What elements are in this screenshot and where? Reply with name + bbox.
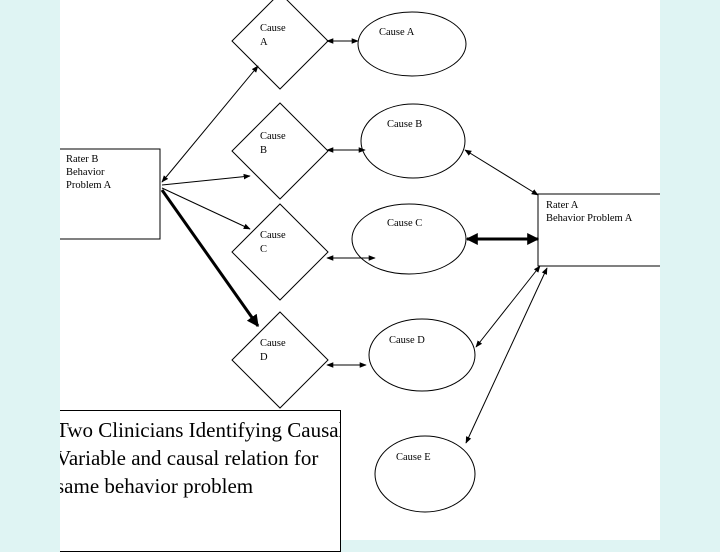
cause-b-ellipse-label: Cause B [387, 119, 423, 130]
arrow-cause-b-rater-a [464, 149, 539, 196]
rater-b-line2: Behavior [66, 167, 105, 178]
rater-a-line1: Rater A [546, 200, 579, 211]
arrow-rater-b-cause-a [161, 65, 259, 183]
cause-d-diamond [231, 311, 329, 409]
cause-d-diamond-line1: Cause [260, 338, 286, 349]
cause-c-diamond-line1: Cause [260, 230, 286, 241]
cause-c-ellipse [351, 203, 467, 275]
cause-a-ellipse-label: Cause A [379, 27, 415, 38]
cause-c-diamond-line2: C [260, 244, 268, 255]
cause-b-diamond-line1: Cause [260, 131, 286, 142]
cause-d-ellipse [368, 318, 476, 392]
arrow-cause-d-rater-a [475, 265, 541, 348]
arrow-rater-b-cause-d [160, 189, 260, 327]
arrow-rater-b-cause-c [161, 187, 251, 230]
rater-b-line1: Rater B [66, 154, 99, 165]
cause-a-diamond-line2: A [260, 37, 268, 48]
rater-b-label-clip: Rater B Behavior Problem A [60, 153, 160, 203]
cause-b-diamond [231, 102, 329, 200]
cause-c-ellipse-label: Cause C [387, 218, 423, 229]
caption-box: Two Clinicians Identifying Causal Variab… [60, 410, 341, 552]
rater-a-line2: Behavior Problem A [546, 213, 633, 224]
cause-a-ellipse [357, 11, 467, 77]
cause-e-ellipse-label: Cause E [396, 452, 431, 463]
rater-b-line3: Problem A [66, 180, 112, 191]
cause-d-ellipse-label: Cause D [389, 335, 425, 346]
cause-b-ellipse [360, 103, 466, 179]
cause-a-diamond-line1: Cause [260, 23, 286, 34]
rater-a-box [537, 193, 660, 267]
caption-text: Two Clinicians Identifying Causal Variab… [60, 418, 341, 498]
cause-e-ellipse [374, 435, 476, 513]
cause-d-diamond-line2: D [260, 352, 268, 363]
causal-diagram [60, 0, 660, 513]
arrow-cause-e-rater-a [465, 267, 548, 444]
rater-b-box [60, 148, 161, 240]
arrow-rater-b-cause-b [161, 173, 251, 186]
cause-b-diamond-line2: B [260, 145, 268, 156]
cause-c-diamond [231, 203, 329, 301]
cause-a-diamond [231, 0, 329, 90]
